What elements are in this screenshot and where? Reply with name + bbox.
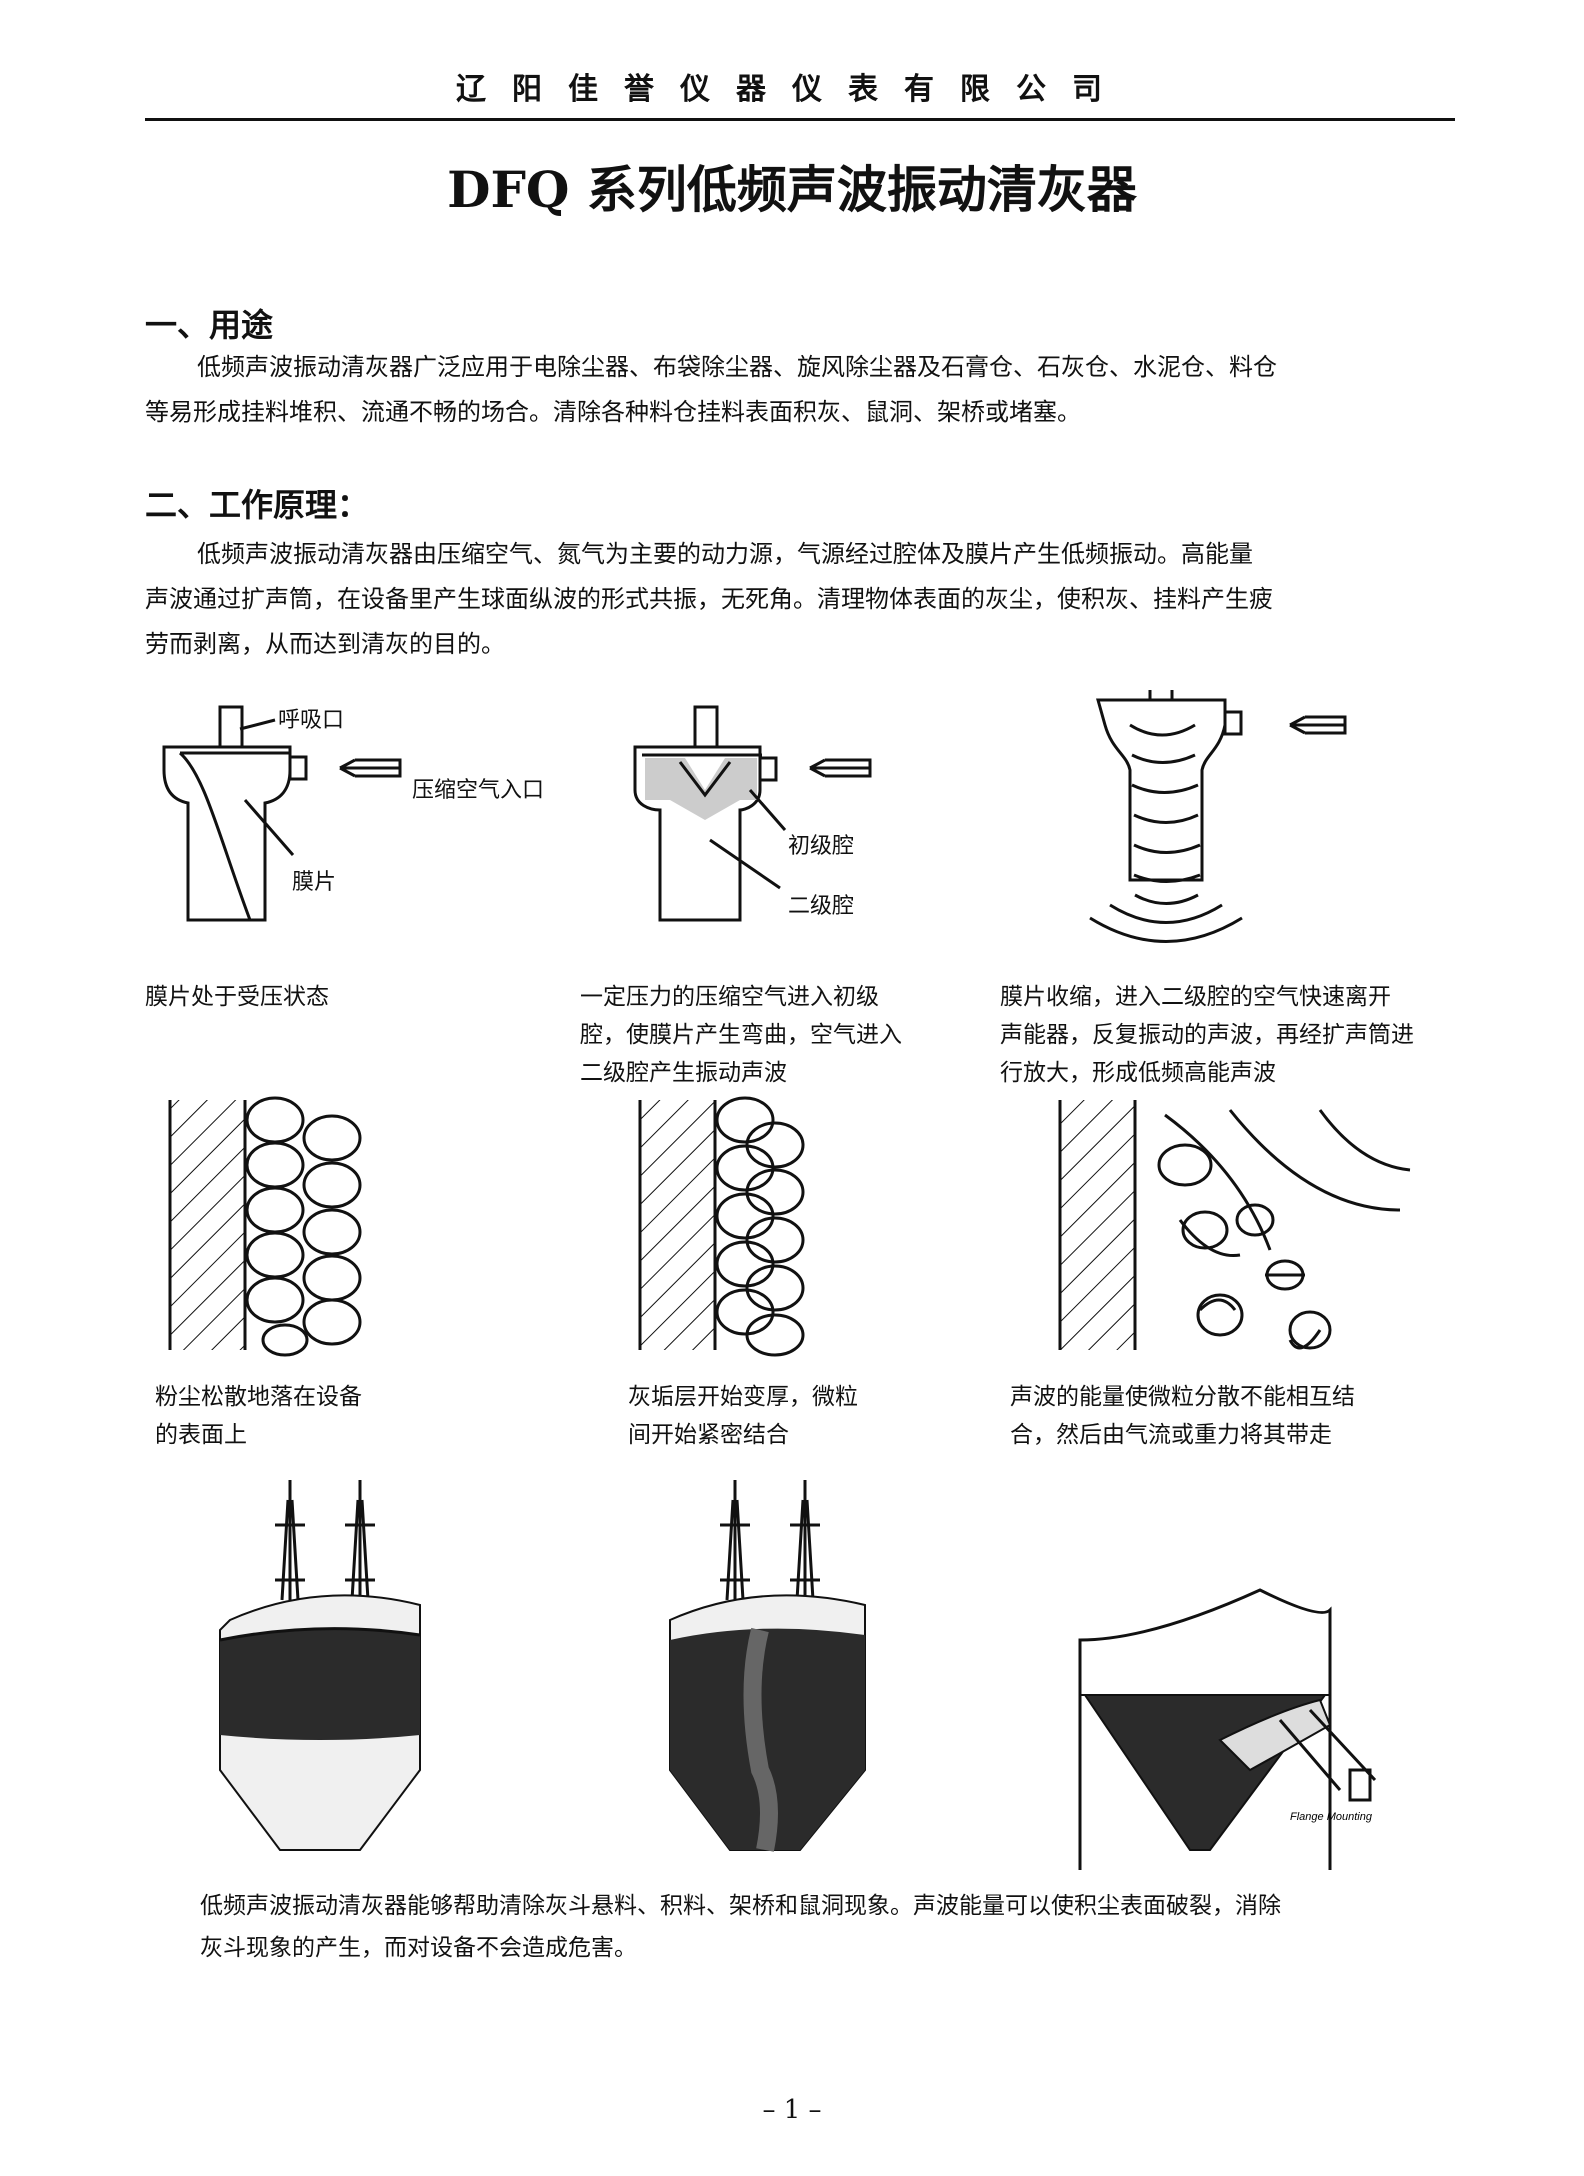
- principle-line-3: 劳而剥离，从而达到清灰的目的。: [145, 630, 505, 658]
- sound-wave-arcs: [1089, 893, 1243, 943]
- dust-panel-2: [638, 1096, 805, 1357]
- caption-stage-2-line-3: 二级腔产生振动声波: [580, 1060, 787, 1086]
- flange-mounting-tag: Flange Mounting: [1290, 1811, 1373, 1823]
- air-inlet-arrow-2: [809, 758, 872, 778]
- dust-panel-3: [1058, 1100, 1411, 1350]
- caption-dust-2-line-1: 灰垢层开始变厚，微粒: [628, 1384, 858, 1410]
- generator-stages-diagram: [162, 690, 1347, 943]
- caption-stage-2-line-2: 腔，使膜片产生弯曲，空气进入: [580, 1022, 902, 1048]
- bottom-paragraph: 低频声波振动清灰器能够帮助清除灰斗悬料、积料、架桥和鼠洞现象。声波能量可以使积尘…: [200, 1885, 1420, 1969]
- generator-stage-2: [633, 705, 787, 922]
- bottom-line-2: 灰斗现象的产生，而对设备不会造成危害。: [200, 1935, 637, 1961]
- usage-line-1: 低频声波振动清灰器广泛应用于电除尘器、布袋除尘器、旋风除尘器及石膏仓、石灰仓、水…: [197, 353, 1277, 381]
- label-breath-port: 呼吸口: [278, 708, 345, 733]
- caption-dust-2-line-2: 间开始紧密结合: [628, 1422, 789, 1448]
- generator-stage-3: [1096, 690, 1243, 883]
- caption-stage-3-line-1: 膜片收缩，进入二级腔的空气快速离开: [1000, 984, 1391, 1010]
- label-air-inlet: 压缩空气入口: [412, 778, 545, 803]
- caption-dust-3-line-1: 声波的能量使微粒分散不能相互结: [1010, 1384, 1355, 1410]
- principle-paragraph: 低频声波振动清灰器由压缩空气、氮气为主要的动力源，气源经过腔体及膜片产生低频振动…: [145, 532, 1455, 667]
- air-inlet-arrow-1: [339, 758, 402, 778]
- caption-dust-1-line-2: 的表面上: [155, 1422, 247, 1448]
- dust-panel-1: [168, 1096, 362, 1357]
- caption-stage-1-line-1: 膜片处于受压状态: [145, 984, 329, 1010]
- caption-stage-2-line-1: 一定压力的压缩空气进入初级: [580, 984, 879, 1010]
- caption-stage-3-line-2: 声能器，反复振动的声波，再经扩声筒进: [1000, 1022, 1414, 1048]
- air-inlet-arrow-3: [1289, 715, 1347, 735]
- page-number: – 1 –: [762, 2095, 822, 2125]
- document-title: DFQ 系列低频声波振动清灰器: [447, 160, 1137, 219]
- section-heading-usage: 一、用途: [145, 306, 274, 344]
- caption-stage-2: 一定压力的压缩空气进入初级 腔，使膜片产生弯曲，空气进入 二级腔产生振动声波: [580, 978, 902, 1092]
- label-primary-chamber: 初级腔: [788, 834, 855, 859]
- caption-dust-2: 灰垢层开始变厚，微粒 间开始紧密结合: [628, 1378, 858, 1454]
- label-secondary-chamber: 二级腔: [788, 894, 855, 919]
- section-heading-principle: 二、工作原理：: [145, 486, 370, 524]
- usage-paragraph: 低频声波振动清灰器广泛应用于电除尘器、布袋除尘器、旋风除尘器及石膏仓、石灰仓、水…: [145, 345, 1455, 435]
- hopper-diagram: Flange Mounting: [219, 1480, 1377, 1870]
- company-header: 辽阳佳誉仪器仪表有限公司: [456, 72, 1128, 107]
- caption-dust-3: 声波的能量使微粒分散不能相互结 合，然后由气流或重力将其带走: [1010, 1378, 1355, 1454]
- caption-stage-1: 膜片处于受压状态: [145, 978, 329, 1016]
- usage-line-2: 等易形成挂料堆积、流通不畅的场合。清除各种料仓挂料表面积灰、鼠洞、架桥或堵塞。: [145, 398, 1081, 426]
- silo-2: [669, 1480, 866, 1852]
- caption-dust-1-line-1: 粉尘松散地落在设备: [155, 1384, 362, 1410]
- label-membrane: 膜片: [292, 870, 337, 895]
- caption-stage-3-line-3: 行放大，形成低频高能声波: [1000, 1060, 1276, 1086]
- caption-stage-3: 膜片收缩，进入二级腔的空气快速离开 声能器，反复振动的声波，再经扩声筒进 行放大…: [1000, 978, 1414, 1092]
- dust-particles-diagram: [168, 1096, 1411, 1357]
- principle-line-1: 低频声波振动清灰器由压缩空气、氮气为主要的动力源，气源经过腔体及膜片产生低频振动…: [197, 540, 1253, 568]
- principle-line-2: 声波通过扩声筒，在设备里产生球面纵波的形式共振，无死角。清理物体表面的灰尘，使积…: [145, 585, 1273, 613]
- caption-dust-1: 粉尘松散地落在设备 的表面上: [155, 1378, 362, 1454]
- generator-stage-1: [162, 705, 308, 922]
- hopper-3: Flange Mounting: [1078, 1588, 1377, 1870]
- caption-dust-3-line-2: 合，然后由气流或重力将其带走: [1010, 1422, 1332, 1448]
- bottom-line-1: 低频声波振动清灰器能够帮助清除灰斗悬料、积料、架桥和鼠洞现象。声波能量可以使积尘…: [200, 1893, 1281, 1919]
- header-rule: [145, 118, 1455, 121]
- silo-1: [219, 1480, 421, 1851]
